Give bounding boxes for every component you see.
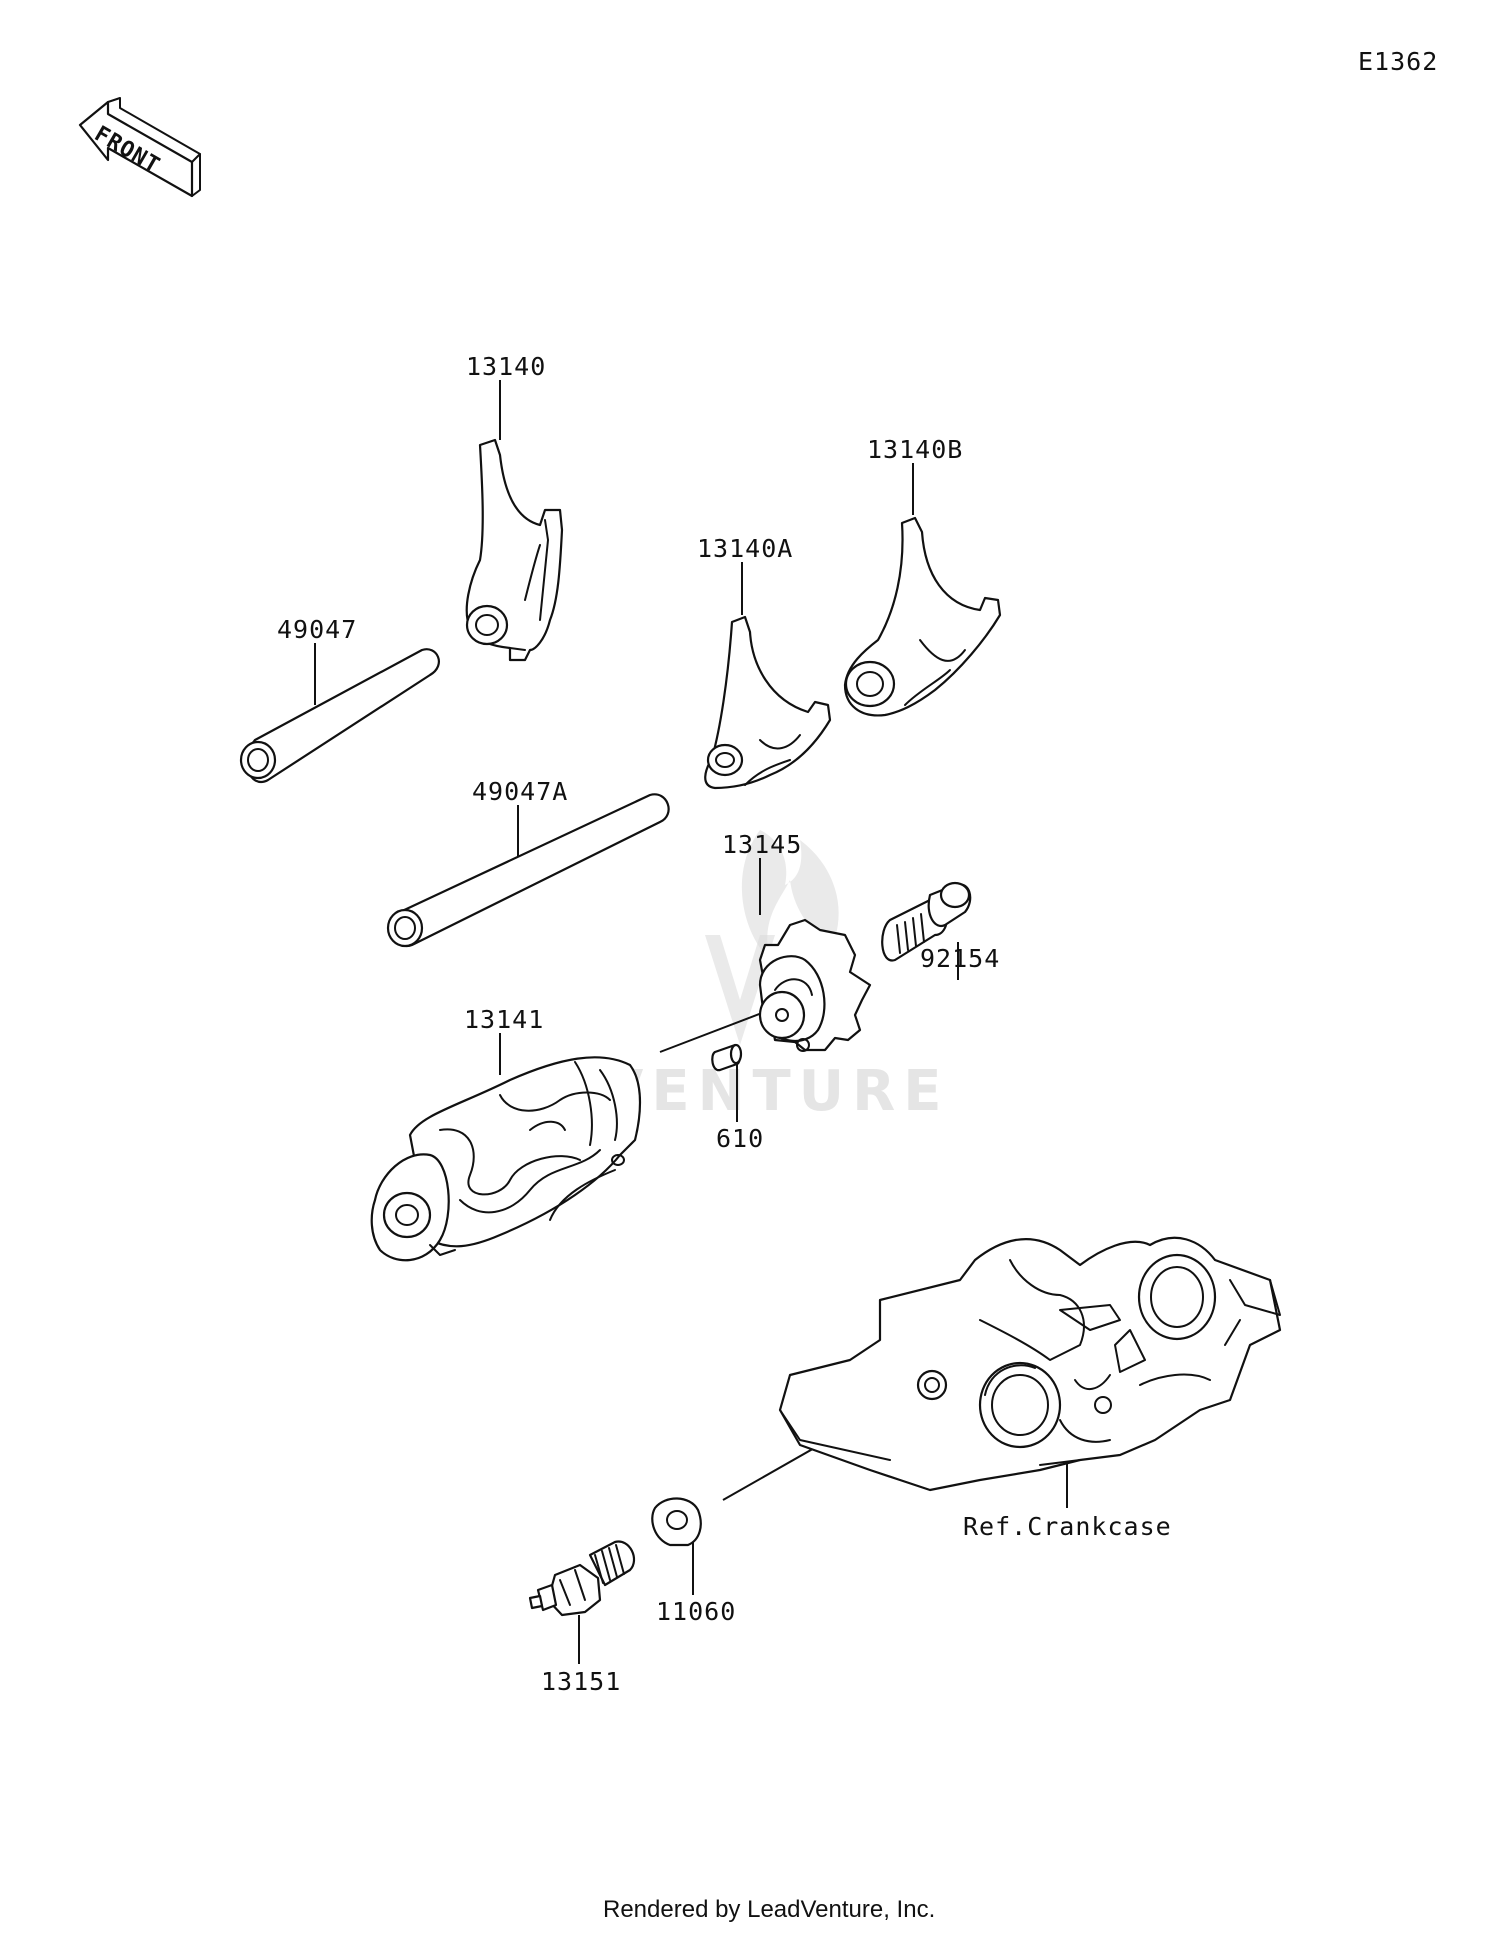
crankcase-reference: [778, 1236, 1282, 1492]
part-label-13140B: 13140B: [867, 435, 963, 464]
neutral-switch-13151: [528, 1540, 636, 1617]
part-label-49047: 49047: [277, 615, 357, 644]
part-label-610: 610: [716, 1124, 764, 1153]
washer-11060: [651, 1497, 702, 1547]
part-label-13140A: 13140A: [697, 534, 793, 563]
bolt-92154: [881, 881, 972, 962]
part-label-11060: 11060: [656, 1597, 736, 1626]
part-label-13141: 13141: [464, 1005, 544, 1034]
shift-drum-13141: [370, 1056, 642, 1262]
shift-fork-13140: [465, 438, 564, 662]
shift-fork-13140B: [843, 516, 1002, 717]
shift-fork-13140A: [704, 615, 832, 790]
part-label-13145: 13145: [722, 830, 802, 859]
shift-drum-cam-13145: [758, 918, 872, 1052]
diagram-code: E1362: [1358, 47, 1438, 76]
part-label-crankcase: Ref.Crankcase: [963, 1512, 1172, 1541]
footer-credit: Rendered by LeadVenture, Inc.: [603, 1896, 935, 1923]
part-label-13151: 13151: [541, 1667, 621, 1696]
part-labels: 13140 13140B 13140A 49047 49047A 13145 9…: [277, 352, 1172, 1696]
fork-shaft-49047A: [386, 793, 670, 948]
part-label-49047A: 49047A: [472, 777, 568, 806]
watermark-text: VENTURE: [600, 1059, 950, 1124]
pin-610: [711, 1043, 743, 1072]
front-arrow-icon: FRONT: [78, 97, 201, 198]
fork-shaft-49047: [239, 648, 440, 784]
part-label-13140: 13140: [466, 352, 546, 381]
part-label-92154: 92154: [920, 944, 1000, 973]
